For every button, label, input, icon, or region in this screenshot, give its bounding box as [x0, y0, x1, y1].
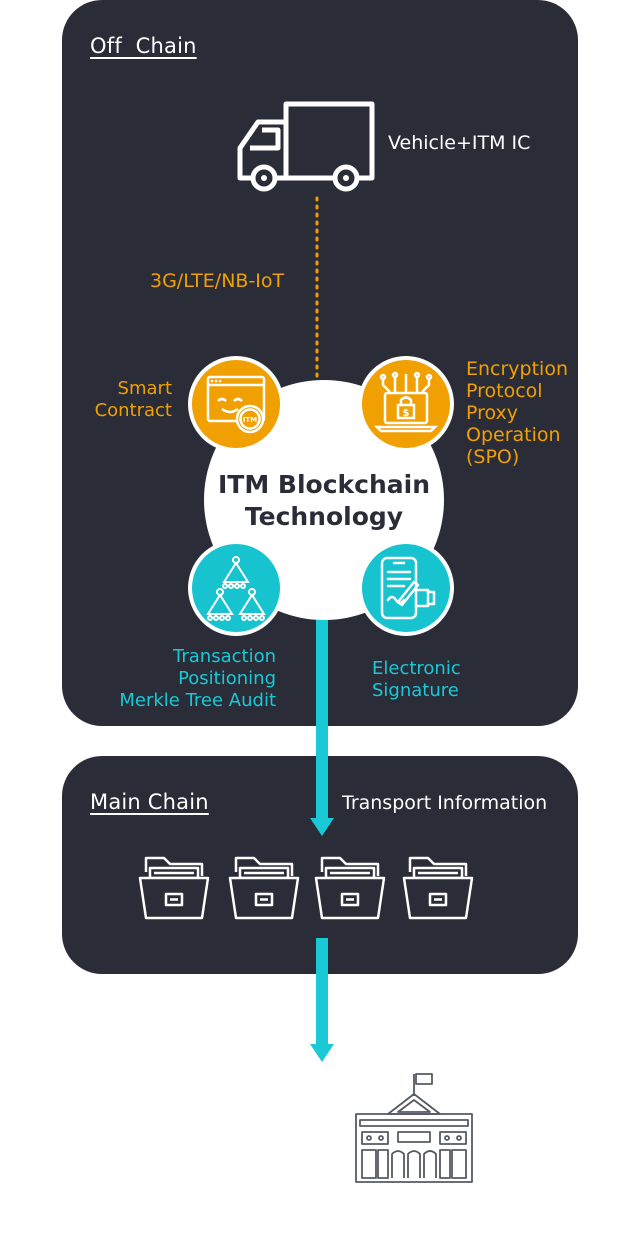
transaction-label: Transaction Positioning Merkle Tree Audi… — [119, 646, 276, 711]
vehicle-label: Vehicle+ITM IC — [388, 132, 531, 154]
arrow-to-government — [310, 938, 334, 1062]
transport-label: Transport Information — [342, 792, 548, 814]
signature-icon — [380, 556, 436, 620]
merkle-tree-circle — [188, 540, 284, 636]
merkle-tree-icon — [206, 556, 266, 621]
smart-contract-icon: ITM — [206, 375, 266, 434]
off-chain-title: Off Chain — [90, 34, 197, 58]
folder-icon — [138, 856, 210, 920]
folder-icon — [314, 856, 386, 920]
encryption-label: Encryption Protocol Proxy Operation (SPO… — [466, 358, 569, 468]
folder-icon — [402, 856, 474, 920]
government-building-icon — [355, 1073, 473, 1183]
center-title: ITM Blockchain Technology — [217, 470, 431, 531]
encryption-circle: $ — [358, 356, 454, 452]
itm-badge-text: ITM — [243, 416, 257, 424]
signature-label: Electronic Signature — [372, 658, 461, 701]
network-dotted-line — [315, 196, 319, 380]
signature-circle — [358, 540, 454, 636]
smart-contract-circle: ITM — [188, 356, 284, 452]
encryption-icon: $ — [373, 371, 439, 433]
svg-text:$: $ — [403, 408, 410, 419]
folder-icon — [228, 856, 300, 920]
smart-contract-label: Smart Contract — [94, 378, 172, 421]
network-label: 3G/LTE/NB-IoT — [150, 270, 285, 292]
truck-icon — [237, 101, 375, 192]
arrow-to-main-chain — [310, 620, 334, 836]
main-chain-title: Main Chain — [90, 790, 209, 814]
